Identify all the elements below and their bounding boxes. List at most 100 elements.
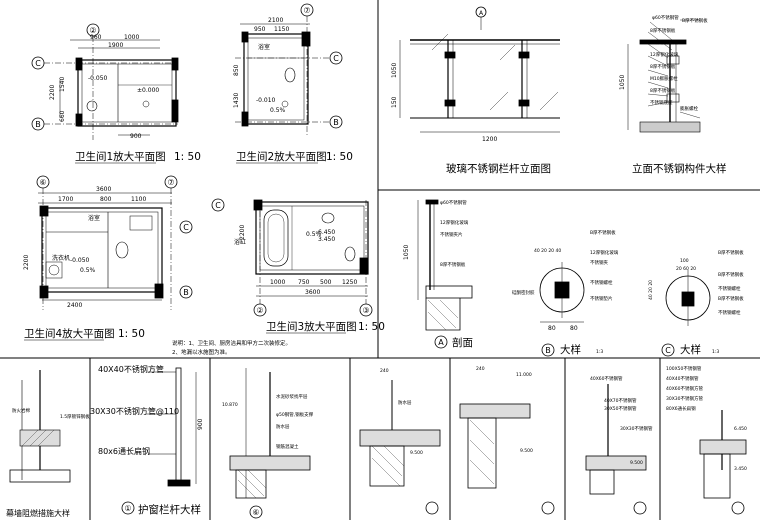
level-000: ±0.000 (137, 87, 159, 94)
component-title: 立面不锈钢构件大样 (632, 162, 727, 175)
dim-900: 900 (130, 133, 142, 140)
dim-800: 800 (100, 196, 112, 203)
dim-750: 750 (298, 279, 310, 286)
axis-bubble-3-label: ③ (362, 306, 369, 315)
sec5-level-2: 3.450 (734, 466, 747, 472)
dim-1050-b: 1050 (619, 75, 626, 90)
section-detail-3: 240 11.000 9.500 (459, 366, 555, 515)
dim-150: 150 (391, 96, 398, 108)
detail-c-label-3: B厚不锈钢板 (718, 295, 744, 302)
axis-bubble-b-2-label: B (333, 118, 339, 127)
axis-bubble-2-label: ② (89, 26, 96, 35)
component-label-4: 12厚钢化玻璃 (650, 51, 679, 58)
guard-label-1: 30X30不锈钢方管@110 (90, 406, 179, 416)
axis-bubble-b-3-label: B (183, 288, 189, 297)
dim-1000: 1000 (270, 279, 285, 286)
dim-1150: 1150 (274, 26, 289, 33)
component-label-1: B厚不锈钢板 (682, 17, 708, 24)
section-detail-2: 240 9.500 防水层 (359, 368, 441, 515)
bathroom-4-plan: ⑥ ⑦ C B 3600 1700 800 1100 浴室 洗衣机 -0.050… (23, 175, 193, 341)
section-a: 1050 φ60不锈钢管 12厚钢化玻璃 不锈钢夹片 8厚不锈钢板 A 剖面 (403, 199, 473, 349)
stainless-component-detail: 1050 φ60不锈钢管 B厚不锈钢板 8厚不锈钢板 12厚钢化玻璃 12厚钢化… (619, 14, 727, 175)
railing-title: 玻璃不锈钢栏杆立面图 (446, 162, 551, 175)
shower-label-4: 浴室 (88, 214, 100, 222)
dim-1430: 1430 (233, 93, 240, 108)
level-minus-050: -0.050 (88, 75, 108, 82)
section-a-label-3: 8厚不锈钢板 (440, 261, 466, 268)
detail-c-title: 大样 (680, 343, 701, 356)
dim-900: 900 (197, 418, 204, 430)
level-6450: 6.450 (318, 229, 335, 236)
detail-b-bubble (541, 343, 555, 357)
detail-c-label-2: 不锈钢螺栓 (718, 285, 741, 292)
toilet-icon (115, 241, 129, 259)
curtain-wall-detail: 防火岩棉 1.5厚镀锌钢板 幕墙阻燃措施大样 (6, 370, 90, 518)
washing-machine-label: 洗衣机 (52, 254, 70, 262)
detail-b-scale: 1:3 (596, 349, 603, 355)
bathroom-1-plan: ② C B 960 1000 1900 -0.050 ±0.000 2200 1… (31, 23, 201, 164)
dim-40-20: 40 20 20 40 (534, 248, 561, 254)
detail-c-bubble-label: C (665, 346, 671, 355)
section-6-bubble (249, 505, 263, 519)
dim-1250: 1250 (342, 279, 357, 286)
dim-3600: 3600 (96, 186, 111, 193)
sec5-level: 6.450 (734, 426, 747, 432)
detail-b-title: 大样 (560, 343, 581, 356)
sec4-label-2: 30X50不锈钢管 (604, 405, 637, 412)
component-label-7: 8厚不锈钢板 (650, 87, 676, 94)
section-6-detail: 水泥砂浆找平层 φ50钢管,钢板支撑 防水层 钢筋混凝土 10.870 ⑥ (222, 368, 314, 519)
section-a-label-1: 12厚钢化玻璃 (440, 219, 469, 226)
plan2-scale: 1: 50 (326, 151, 353, 163)
plan1-title: 卫生间1放大平面图 (75, 150, 166, 163)
section-6-bubble-label: ⑥ (252, 508, 259, 517)
slope-05: 0.5% (270, 107, 286, 114)
plan4-scale: 1: 50 (118, 328, 145, 340)
detail-c-scale: 1:3 (712, 349, 719, 355)
sec6-label-1: φ50钢管,钢板支撑 (276, 411, 314, 418)
section-a-title: 剖面 (452, 336, 473, 349)
dim-850: 850 (233, 64, 240, 76)
axis-bubble-c-4-label: C (215, 201, 221, 210)
dim-2200: 2200 (49, 85, 56, 100)
dim-1000: 1000 (124, 34, 139, 41)
sec2-label-0: 防水层 (398, 399, 412, 406)
sec4-label-3: 30X30不锈钢管 (620, 425, 653, 432)
toilet-icon (284, 67, 296, 83)
guard-bubble-label: ① (124, 504, 131, 513)
basin-icon (321, 212, 335, 224)
curtain-wall-title: 幕墙阻燃措施大样 (6, 508, 70, 518)
dim-1200: 1200 (482, 136, 497, 143)
toilet-icon (344, 246, 356, 262)
axis-bubble-c-2-label: C (333, 54, 339, 63)
curtain-wall-label-0: 防火岩棉 (12, 407, 30, 414)
washer-icon (48, 264, 60, 276)
dim-950: 950 (254, 26, 266, 33)
glass-railing-elevation: A 1050 150 1200 玻璃不锈钢栏杆立面图 (391, 6, 560, 175)
axis-bubble-c-3-label: C (183, 223, 189, 232)
dim-2200-3: 2200 (239, 225, 246, 240)
section-detail-5: 100X50不锈钢管 40X40不锈钢管 40X60不锈钢方管 30X30不锈钢… (666, 365, 747, 515)
section-detail-4: 40X60不锈钢管 40X70不锈钢管 30X50不锈钢管 30X30不锈钢管 … (585, 375, 653, 515)
sec3-level-2: 9.500 (520, 448, 533, 454)
detail-b-label-2: 不锈钢夹 (590, 259, 608, 266)
detail-c-label-1: B厚不锈钢板 (718, 271, 744, 278)
detail-c-label-4: 不锈钢螺栓 (718, 309, 741, 316)
sec3-dim: 240 (476, 366, 485, 372)
component-label-8: 不锈钢底座 (650, 99, 673, 106)
detail-c-bubble (661, 343, 675, 357)
sec4-label-0: 40X60不锈钢管 (590, 375, 623, 382)
sec5-label-3: 30X30不锈钢方管 (666, 395, 704, 402)
dim-1050: 1050 (391, 63, 398, 78)
component-label-5: 8厚不锈钢板 (650, 63, 676, 70)
dim-1700: 1700 (58, 196, 73, 203)
dim-80-b: 80 (570, 325, 578, 332)
dim-1050-a: 1050 (403, 245, 410, 260)
component-label-2: 8厚不锈钢板 (650, 27, 676, 34)
detail-c-label-0: B厚不锈钢板 (718, 249, 744, 256)
level-3450: 3.450 (318, 236, 335, 243)
detail-b: 40 20 20 40 B厚不锈钢板 12厚钢化玻璃 不锈钢夹 不锈钢螺栓 不锈… (512, 229, 619, 357)
component-label-3: 12厚钢化玻璃 (650, 39, 679, 46)
level-minus-050-4: -0.050 (70, 257, 90, 264)
sec4-level: 9.500 (630, 460, 643, 466)
